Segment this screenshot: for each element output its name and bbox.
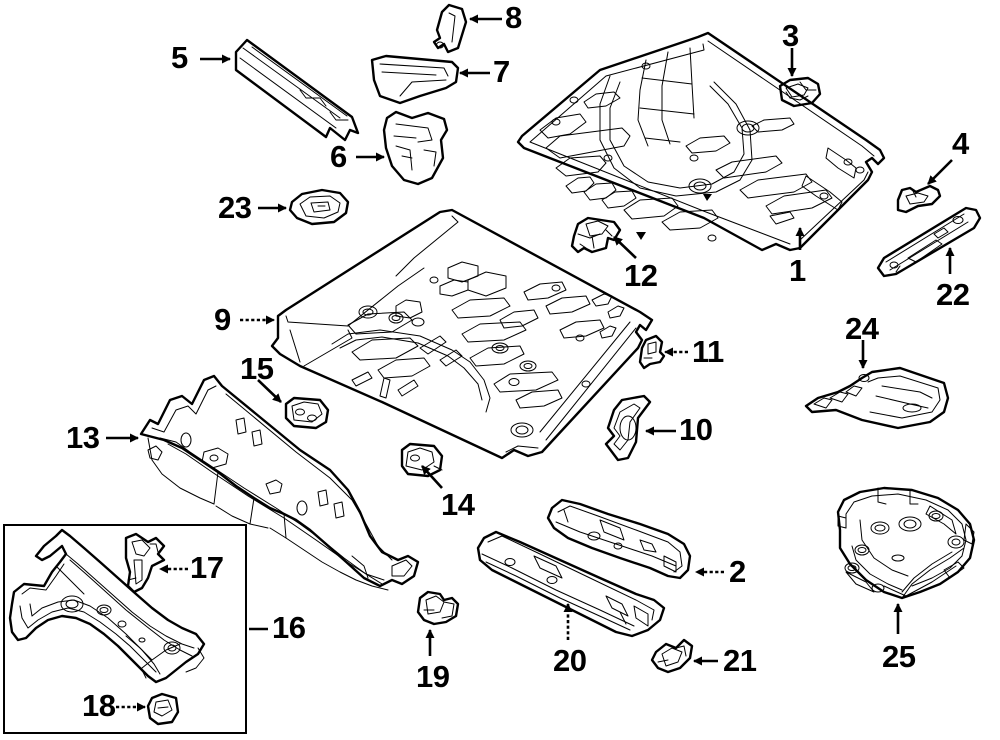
part-5-artwork (234, 38, 360, 142)
part-19-artwork (416, 590, 460, 626)
part-3-artwork (778, 76, 822, 108)
part-16-artwork (8, 528, 206, 684)
part-25-artwork (836, 486, 976, 600)
part-17-artwork (124, 532, 166, 594)
callout-number-5[interactable]: 5 (171, 40, 188, 75)
part-4-artwork (896, 184, 942, 214)
callout-number-7[interactable]: 7 (493, 54, 510, 89)
callout-number-2[interactable]: 2 (729, 554, 746, 589)
part-14-artwork (400, 442, 444, 478)
part-10-artwork (604, 394, 652, 462)
callout-number-11[interactable]: 11 (692, 334, 724, 369)
callout-number-14[interactable]: 14 (441, 487, 475, 522)
callout-number-21[interactable]: 21 (723, 643, 757, 678)
callout-number-10[interactable]: 10 (679, 412, 713, 447)
part-11-artwork (638, 334, 666, 370)
callout-number-1[interactable]: 1 (789, 253, 806, 288)
callout-number-12[interactable]: 12 (624, 258, 658, 293)
part-13-artwork (139, 374, 420, 591)
callout-number-18[interactable]: 18 (82, 688, 116, 723)
callout-number-24[interactable]: 24 (845, 311, 879, 346)
part-8-artwork (432, 3, 468, 54)
callout-leaders (106, 14, 955, 712)
callout-number-6[interactable]: 6 (330, 139, 347, 174)
callout-number-22[interactable]: 22 (936, 277, 970, 312)
callout-number-23[interactable]: 23 (218, 190, 252, 225)
part-7-artwork (370, 54, 460, 105)
callout-number-8[interactable]: 8 (505, 0, 522, 35)
part-21-artwork (650, 638, 694, 674)
callout-number-13[interactable]: 13 (66, 420, 100, 455)
part-23-artwork (288, 188, 350, 226)
part-22-artwork (876, 206, 982, 278)
callout-number-16[interactable]: 16 (272, 610, 306, 645)
part-24-artwork (804, 366, 950, 430)
callout-number-4[interactable]: 4 (952, 126, 969, 161)
part-12-artwork (570, 216, 622, 254)
callout-number-20[interactable]: 20 (553, 643, 587, 678)
part-6-artwork (382, 110, 449, 186)
part-1-artwork (516, 31, 886, 252)
part-15-artwork (284, 396, 330, 430)
callout-number-3[interactable]: 3 (782, 18, 799, 53)
callout-number-19[interactable]: 19 (416, 659, 450, 694)
part-9-artwork (270, 208, 654, 460)
inset-panel-frame (3, 524, 247, 734)
part-2-artwork (546, 498, 692, 580)
callout-number-17[interactable]: 17 (190, 550, 224, 585)
part-18-artwork (146, 692, 180, 726)
callout-number-25[interactable]: 25 (882, 639, 916, 674)
callout-number-9[interactable]: 9 (214, 302, 231, 337)
callout-number-15[interactable]: 15 (240, 351, 274, 386)
part-20-artwork (476, 530, 666, 638)
